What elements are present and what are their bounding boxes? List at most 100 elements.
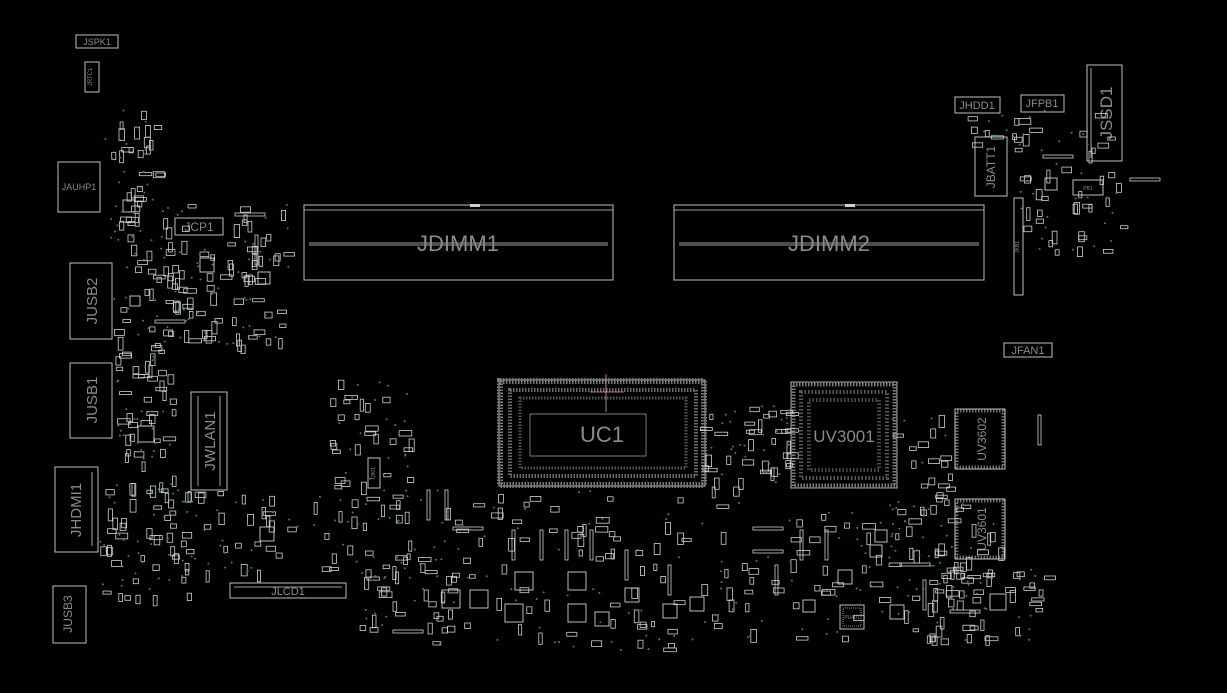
jspk1-connector[interactable]: JSPK1 <box>75 34 119 49</box>
via-dot <box>167 207 169 209</box>
passive-pad <box>946 486 957 492</box>
via-dot <box>262 499 264 501</box>
via-dot <box>196 311 199 314</box>
jhdmi1-connector[interactable]: JHDMI1 <box>54 466 99 553</box>
ic-package <box>869 544 883 558</box>
passive-pad <box>463 557 471 564</box>
passive-pad <box>404 511 410 524</box>
via-dot <box>168 443 171 446</box>
jwlan1-connector[interactable]: JWLAN1 <box>190 391 228 491</box>
jhdd1-connector[interactable]: JHDD1 <box>954 96 1001 114</box>
passive-pad <box>1029 601 1042 607</box>
jbatt1-connector[interactable]: JBATT1 <box>974 136 1008 197</box>
via-dot <box>889 504 892 507</box>
passive-pad <box>932 600 938 613</box>
passive-pad <box>102 590 112 595</box>
jssd1-connector[interactable]: JSSD1 <box>1086 64 1123 162</box>
pb1-chip[interactable]: PB1 <box>1072 179 1104 196</box>
via-dot <box>578 491 581 494</box>
passive-pad <box>1024 175 1031 184</box>
via-dot <box>890 545 893 548</box>
via-dot <box>1028 638 1031 641</box>
passive-pad <box>383 472 392 478</box>
via-dot <box>118 533 121 536</box>
via-dot <box>134 572 137 575</box>
via-dot <box>203 248 206 251</box>
passive-pad <box>972 142 984 148</box>
via-dot <box>775 430 778 433</box>
via-dot <box>244 240 247 243</box>
via-dot <box>761 405 764 408</box>
resistor-array <box>824 529 829 561</box>
passive-pad <box>158 349 165 354</box>
passive-pad <box>132 374 145 379</box>
jusb2-connector[interactable]: JUSB2 <box>69 262 113 340</box>
via-dot <box>496 638 499 641</box>
passive-pad <box>909 547 914 560</box>
passive-pad <box>639 621 647 628</box>
via-dot <box>166 326 169 329</box>
passive-pad <box>158 369 167 377</box>
via-dot <box>704 620 707 623</box>
jusb3-connector[interactable]: JUSB3 <box>52 585 87 644</box>
via-dot <box>891 418 894 421</box>
passive-pad <box>1082 203 1093 209</box>
via-dot <box>729 420 732 423</box>
passive-pad <box>853 614 865 621</box>
passive-pad <box>720 531 727 545</box>
via-dot <box>146 183 149 186</box>
passive-pad <box>162 390 167 401</box>
jdimm2-slot[interactable]: JDIMM2 <box>673 204 985 281</box>
jrtc1-connector[interactable]: JRTC1 <box>84 61 100 93</box>
via-dot <box>181 559 184 562</box>
uv3001-gpu[interactable]: UV3001 <box>790 381 898 489</box>
passive-pad <box>119 353 133 359</box>
via-dot <box>177 309 180 312</box>
uc1-cpu[interactable]: UC1 <box>497 374 707 488</box>
passive-pad <box>107 544 112 557</box>
via-dot <box>163 340 166 343</box>
jauhp1-connector[interactable]: JAUHP1 <box>57 161 101 213</box>
via-dot <box>645 634 648 637</box>
via-dot <box>245 571 248 574</box>
via-dot <box>1040 149 1043 152</box>
via-dot <box>788 409 791 412</box>
resistor-array <box>392 629 424 634</box>
via-dot <box>133 418 136 421</box>
uv3001-label: UV3001 <box>813 427 874 446</box>
via-dot <box>720 560 723 563</box>
via-dot <box>1120 182 1123 185</box>
via-dot <box>142 319 145 322</box>
passive-pad <box>153 535 161 546</box>
via-dot <box>140 410 143 413</box>
pu401-chip[interactable]: PU401 <box>839 604 865 630</box>
uv3602-vram[interactable]: UV3602 <box>954 408 1006 470</box>
jfan1-connector[interactable]: JFAN1 <box>1003 342 1053 358</box>
via-dot <box>483 535 486 538</box>
jdimm1-slot[interactable]: JDIMM1 <box>303 204 614 281</box>
passive-pad <box>169 510 177 516</box>
passive-pad <box>165 300 174 304</box>
jlcd1-connector[interactable]: JLCD1 <box>229 582 347 599</box>
passive-pad <box>340 480 351 487</box>
via-dot <box>462 525 465 528</box>
via-dot <box>1086 196 1089 199</box>
via-dot <box>964 639 967 641</box>
via-dot <box>1032 192 1035 195</box>
passive-pad <box>1051 230 1058 245</box>
jusb1-connector[interactable]: JUSB1 <box>69 362 113 439</box>
passive-pad <box>105 489 115 496</box>
via-dot <box>950 545 953 548</box>
ic-package <box>122 199 136 213</box>
via-dot <box>928 634 931 637</box>
jkb1-connector[interactable]: JKB1 <box>1013 197 1024 296</box>
passive-pad <box>364 550 374 556</box>
u901-chip[interactable]: U901 <box>367 457 381 489</box>
via-dot <box>250 549 253 552</box>
passive-pad <box>821 590 831 596</box>
uv3601-vram[interactable]: UV3601 <box>954 498 1006 560</box>
jfpb1-connector[interactable]: JFPB1 <box>1020 94 1065 113</box>
passive-pad <box>595 556 604 562</box>
passive-pad <box>125 434 132 446</box>
via-dot <box>701 522 704 525</box>
